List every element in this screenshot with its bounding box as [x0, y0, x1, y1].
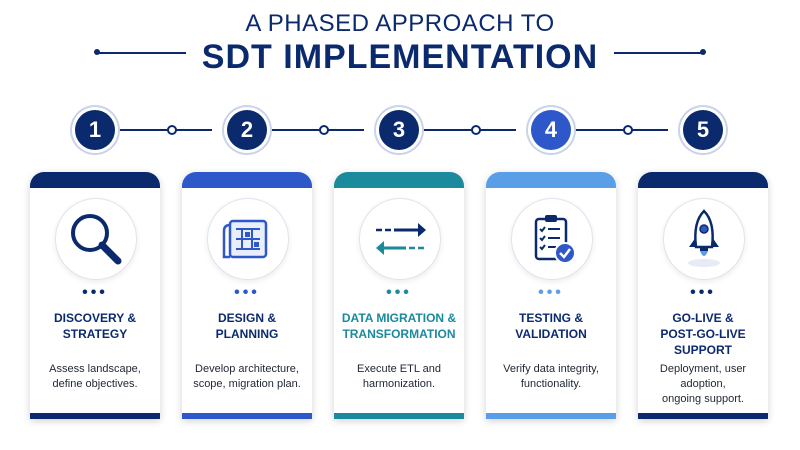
dots-separator: ••• [386, 284, 412, 301]
phase-title-line-2: STRATEGY [62, 327, 128, 341]
dots-separator: ••• [234, 284, 260, 301]
phase-title-line-1: DISCOVERY & [53, 311, 137, 325]
clipboard-check-icon [511, 198, 593, 280]
timeline-segment [118, 129, 212, 131]
magnifying-glass-icon [55, 198, 137, 280]
card-footer-bar [30, 413, 160, 419]
header-divider-dot-left [94, 49, 100, 55]
header-divider-right [614, 52, 702, 54]
phase-description: Assess landscape, define objectives. [36, 362, 154, 392]
phase-title-line-2: TRANSFORMATION [342, 327, 456, 341]
phase-description-line-2: ongoing support. [662, 393, 744, 405]
step-number-5: 5 [683, 110, 723, 150]
phase-description: Verify data integrity, functionality. [492, 362, 610, 392]
timeline-node [471, 125, 481, 135]
header: A PHASED APPROACH TO SDT IMPLEMENTATION [0, 0, 800, 100]
phase-timeline: 1 2 3 4 5 [0, 105, 800, 155]
card-header-bar [334, 172, 464, 188]
phase-title-line-1: GO-LIVE & [672, 311, 734, 325]
timeline-segment [422, 129, 516, 131]
phase-card-migration: ••• DATA MIGRATION & TRANSFORMATION Exec… [334, 172, 464, 419]
phase-title: DATA MIGRATION & TRANSFORMATION [334, 310, 464, 342]
phase-title-line-2: VALIDATION [515, 327, 587, 341]
phase-title-line-1: DATA MIGRATION & [341, 311, 457, 325]
card-footer-bar [182, 413, 312, 419]
phase-description-line-2: functionality. [520, 378, 582, 390]
phase-title: TESTING & VALIDATION [486, 310, 616, 342]
phase-card-design: ••• DESIGN & PLANNING Develop architectu… [182, 172, 312, 419]
dots-separator: ••• [690, 284, 716, 301]
phase-card-discovery: ••• DISCOVERY & STRATEGY Assess landscap… [30, 172, 160, 419]
card-header-bar [486, 172, 616, 188]
phase-title-line-1: DESIGN & [217, 311, 276, 325]
card-footer-bar [334, 413, 464, 419]
phase-title: GO-LIVE & POST-GO-LIVE SUPPORT [638, 310, 768, 358]
phase-card-go-live: ••• GO-LIVE & POST-GO-LIVE SUPPORT Deplo… [638, 172, 768, 419]
phase-title: DESIGN & PLANNING [182, 310, 312, 342]
phase-card-testing: ••• TESTING & VALIDATION Verify data int… [486, 172, 616, 419]
step-number-1: 1 [75, 110, 115, 150]
timeline-node [319, 125, 329, 135]
phase-description: Execute ETL and harmonization. [340, 362, 458, 392]
card-footer-bar [486, 413, 616, 419]
phase-description: Develop architecture, scope, migration p… [188, 362, 306, 392]
timeline-node [167, 125, 177, 135]
phase-title-line-1: TESTING & [518, 311, 583, 325]
dots-separator: ••• [538, 284, 564, 301]
title-line-1: A PHASED APPROACH TO [245, 10, 555, 37]
phase-title-line-2: POST-GO-LIVE SUPPORT [660, 327, 746, 357]
phase-description-line-1: Deployment, user adoption, [659, 363, 747, 390]
timeline-node [623, 125, 633, 135]
step-number-2: 2 [227, 110, 267, 150]
phase-description: Deployment, user adoption, ongoing suppo… [644, 362, 762, 407]
header-divider-dot-right [700, 49, 706, 55]
blueprint-icon [207, 198, 289, 280]
card-header-bar [638, 172, 768, 188]
card-header-bar [30, 172, 160, 188]
step-number-3: 3 [379, 110, 419, 150]
dots-separator: ••• [82, 284, 108, 301]
rocket-icon [663, 198, 745, 280]
phase-description-line-2: harmonization. [362, 378, 436, 390]
phase-description-line-1: Verify data integrity, [503, 363, 599, 375]
phase-description-line-2: define objectives. [52, 378, 138, 390]
step-number-4: 4 [531, 110, 571, 150]
header-divider-left [98, 52, 186, 54]
timeline-segment [270, 129, 364, 131]
phase-description-line-2: scope, migration plan. [193, 378, 301, 390]
card-footer-bar [638, 413, 768, 419]
phase-description-line-1: Execute ETL and [357, 363, 441, 375]
phase-title: DISCOVERY & STRATEGY [30, 310, 160, 342]
phase-description-line-1: Assess landscape, [49, 363, 141, 375]
title-line-2: SDT IMPLEMENTATION [201, 38, 599, 76]
transfer-arrows-icon [359, 198, 441, 280]
timeline-segment [574, 129, 668, 131]
card-header-bar [182, 172, 312, 188]
phase-title-line-2: PLANNING [215, 327, 279, 341]
phase-description-line-1: Develop architecture, [195, 363, 299, 375]
